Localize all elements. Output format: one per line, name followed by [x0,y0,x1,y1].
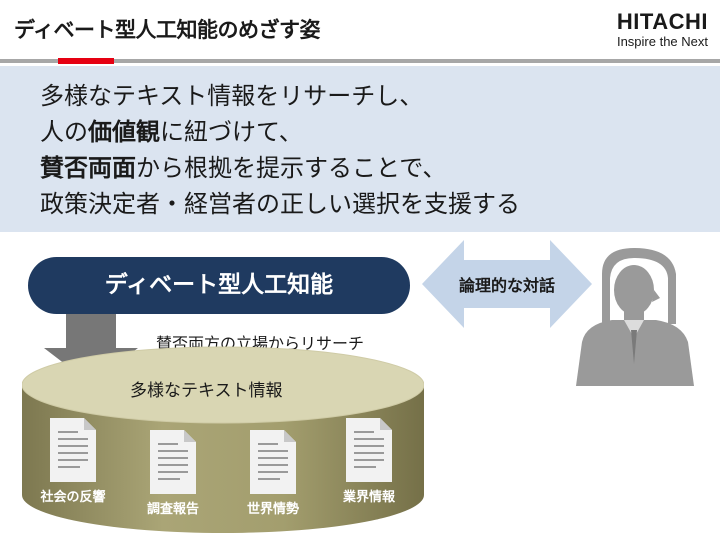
document-icon [346,418,392,482]
person-silhouette-icon [576,248,694,386]
database-cylinder [22,346,424,533]
hero-line-2: 人の価値観に紐づけて、 [40,118,303,146]
document-icon [150,430,196,494]
down-arrow-icon [44,314,138,384]
hero-line-3-bold: 賛否両面 [40,154,136,182]
debate-ai-box: ディベート型人工知能 [28,257,410,314]
document-label-social-response: 社会の反響 [40,490,106,505]
document-icon [50,418,96,482]
database-label: 多様なテキスト情報 [130,381,283,401]
document-label-survey-report: 調査報告 [146,502,199,517]
hero-line-1: 多様なテキスト情報をリサーチし、 [40,82,424,110]
hero-line-2-post: に紐づけて、 [160,118,303,146]
dialog-label: 論理的な対話 [458,276,555,295]
brand-logo: HITACHI Inspire the Next [616,9,708,50]
header-divider [0,59,720,63]
hero-line-3-post: から根拠を提示することで、 [136,154,447,182]
document-label-industry-info: 業界情報 [342,490,395,505]
double-arrow-icon [422,240,592,328]
document-label-world-affairs: 世界情勢 [246,502,299,517]
hero-line-3: 賛否両面から根拠を提示することで、 [40,154,446,182]
hero-line-2-pre: 人の [40,118,88,146]
brand-tagline: Inspire the Next [616,34,708,49]
hero-line-2-bold: 価値観 [88,118,160,146]
document-icon [250,430,296,494]
hero-statement: 多様なテキスト情報をリサーチし、 人の価値観に紐づけて、 賛否両面から根拠を提示… [0,66,720,232]
page-title: ディベート型人工知能のめざす姿 [14,18,321,42]
header-accent-bar [58,58,114,64]
brand-name: HITACHI [616,9,708,34]
hero-line-4: 政策決定者・経営者の正しい選択を支援する [40,190,520,218]
